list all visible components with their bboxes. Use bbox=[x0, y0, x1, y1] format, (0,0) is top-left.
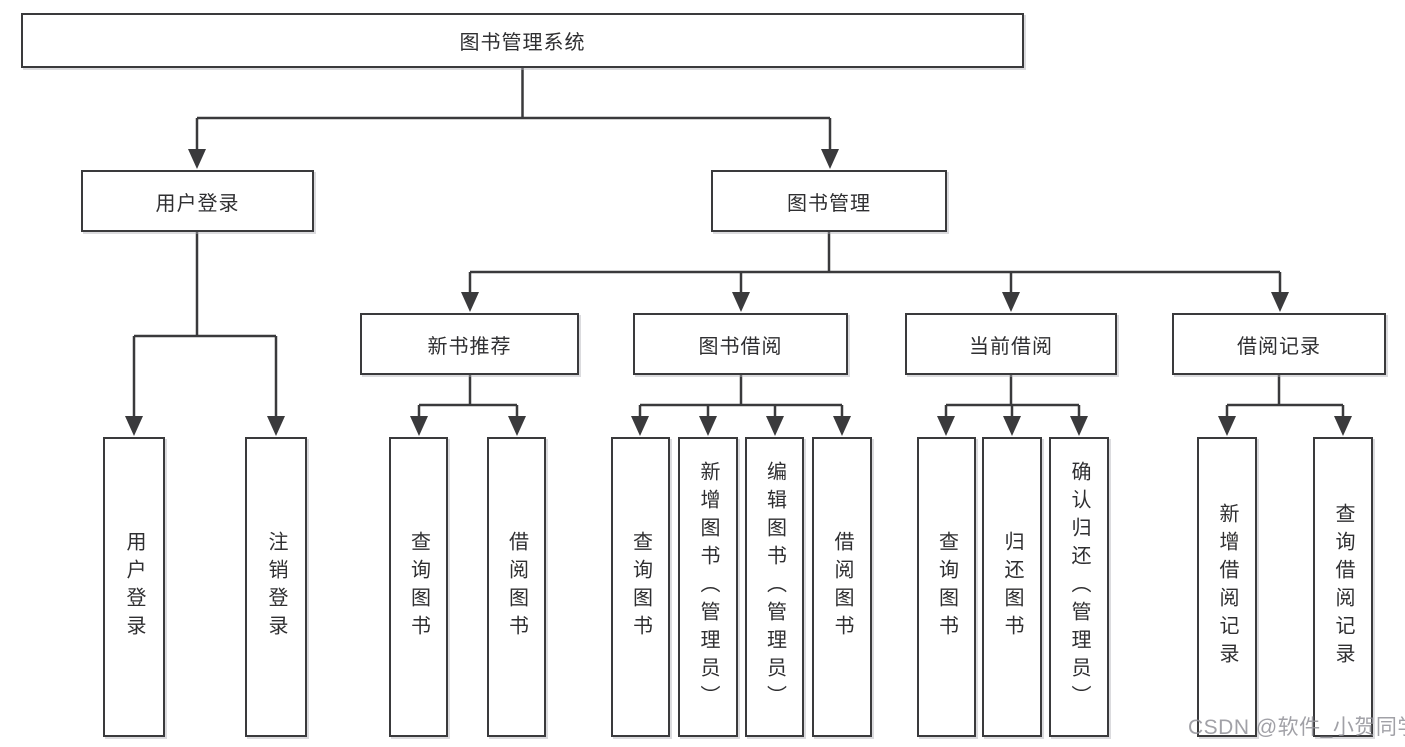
node-book-management: 图书管理 bbox=[711, 170, 947, 232]
leaf-borrow-books-recommend-label: 借阅图书 bbox=[505, 531, 528, 643]
connector-book-borrow bbox=[638, 375, 844, 420]
node-borrow-records-label: 借阅记录 bbox=[1237, 335, 1321, 358]
leaf-query-books-current-label: 查询图书 bbox=[935, 531, 958, 643]
leaf-return-books: 归还图书 bbox=[982, 437, 1042, 737]
leaf-borrow-books-recommend: 借阅图书 bbox=[487, 437, 546, 737]
connector-borrow-records bbox=[1225, 375, 1345, 420]
connector-new-book-recommend bbox=[417, 375, 519, 420]
node-current-borrow: 当前借阅 bbox=[905, 313, 1117, 375]
node-book-management-label: 图书管理 bbox=[787, 192, 871, 215]
node-root: 图书管理系统 bbox=[21, 13, 1024, 68]
connector-book-management bbox=[468, 232, 1282, 296]
leaf-user-login: 用户登录 bbox=[103, 437, 165, 737]
connector-root bbox=[195, 68, 832, 153]
node-new-book-recommend-label: 新书推荐 bbox=[427, 335, 512, 358]
node-user-login-branch: 用户登录 bbox=[81, 170, 314, 232]
leaf-query-books-borrow-label: 查询图书 bbox=[629, 531, 652, 643]
leaf-borrow-books-borrow: 借阅图书 bbox=[812, 437, 872, 737]
leaf-add-borrow-record: 新增借阅记录 bbox=[1197, 437, 1257, 737]
leaf-query-books-current: 查询图书 bbox=[917, 437, 976, 737]
leaf-query-borrow-record: 查询借阅记录 bbox=[1313, 437, 1373, 737]
leaf-user-login-label: 用户登录 bbox=[123, 531, 145, 643]
leaf-logout-label: 注销登录 bbox=[265, 531, 287, 643]
leaf-add-borrow-record-label: 新增借阅记录 bbox=[1216, 503, 1238, 671]
leaf-return-books-label: 归还图书 bbox=[1001, 531, 1023, 643]
node-book-borrow-label: 图书借阅 bbox=[698, 335, 783, 358]
node-new-book-recommend: 新书推荐 bbox=[360, 313, 579, 375]
node-borrow-records: 借阅记录 bbox=[1172, 313, 1386, 375]
leaf-add-books-admin-label: 新增图书（管理员） bbox=[697, 461, 719, 713]
node-book-borrow: 图书借阅 bbox=[633, 313, 848, 375]
node-current-borrow-label: 当前借阅 bbox=[969, 335, 1053, 358]
leaf-edit-books-admin-label: 编辑图书（管理员） bbox=[763, 461, 786, 713]
arrowheads bbox=[125, 149, 1352, 436]
node-root-label: 图书管理系统 bbox=[459, 32, 586, 54]
leaf-query-borrow-record-label: 查询借阅记录 bbox=[1332, 503, 1354, 671]
leaf-edit-books-admin: 编辑图书（管理员） bbox=[745, 437, 804, 737]
connector-current-borrow bbox=[944, 375, 1081, 420]
watermark: CSDN @软件_小贺同学 bbox=[1188, 716, 1405, 739]
leaf-query-books-borrow: 查询图书 bbox=[611, 437, 670, 737]
leaf-query-books-recommend: 查询图书 bbox=[389, 437, 448, 737]
leaf-confirm-return-admin: 确认归还（管理员） bbox=[1049, 437, 1109, 737]
connector-user-login bbox=[132, 232, 278, 420]
leaf-add-books-admin: 新增图书（管理员） bbox=[678, 437, 738, 737]
leaf-borrow-books-borrow-label: 借阅图书 bbox=[831, 531, 853, 643]
node-user-login-branch-label: 用户登录 bbox=[155, 192, 240, 215]
leaf-confirm-return-admin-label: 确认归还（管理员） bbox=[1068, 461, 1090, 713]
leaf-query-books-recommend-label: 查询图书 bbox=[407, 531, 430, 643]
leaf-logout: 注销登录 bbox=[245, 437, 307, 737]
